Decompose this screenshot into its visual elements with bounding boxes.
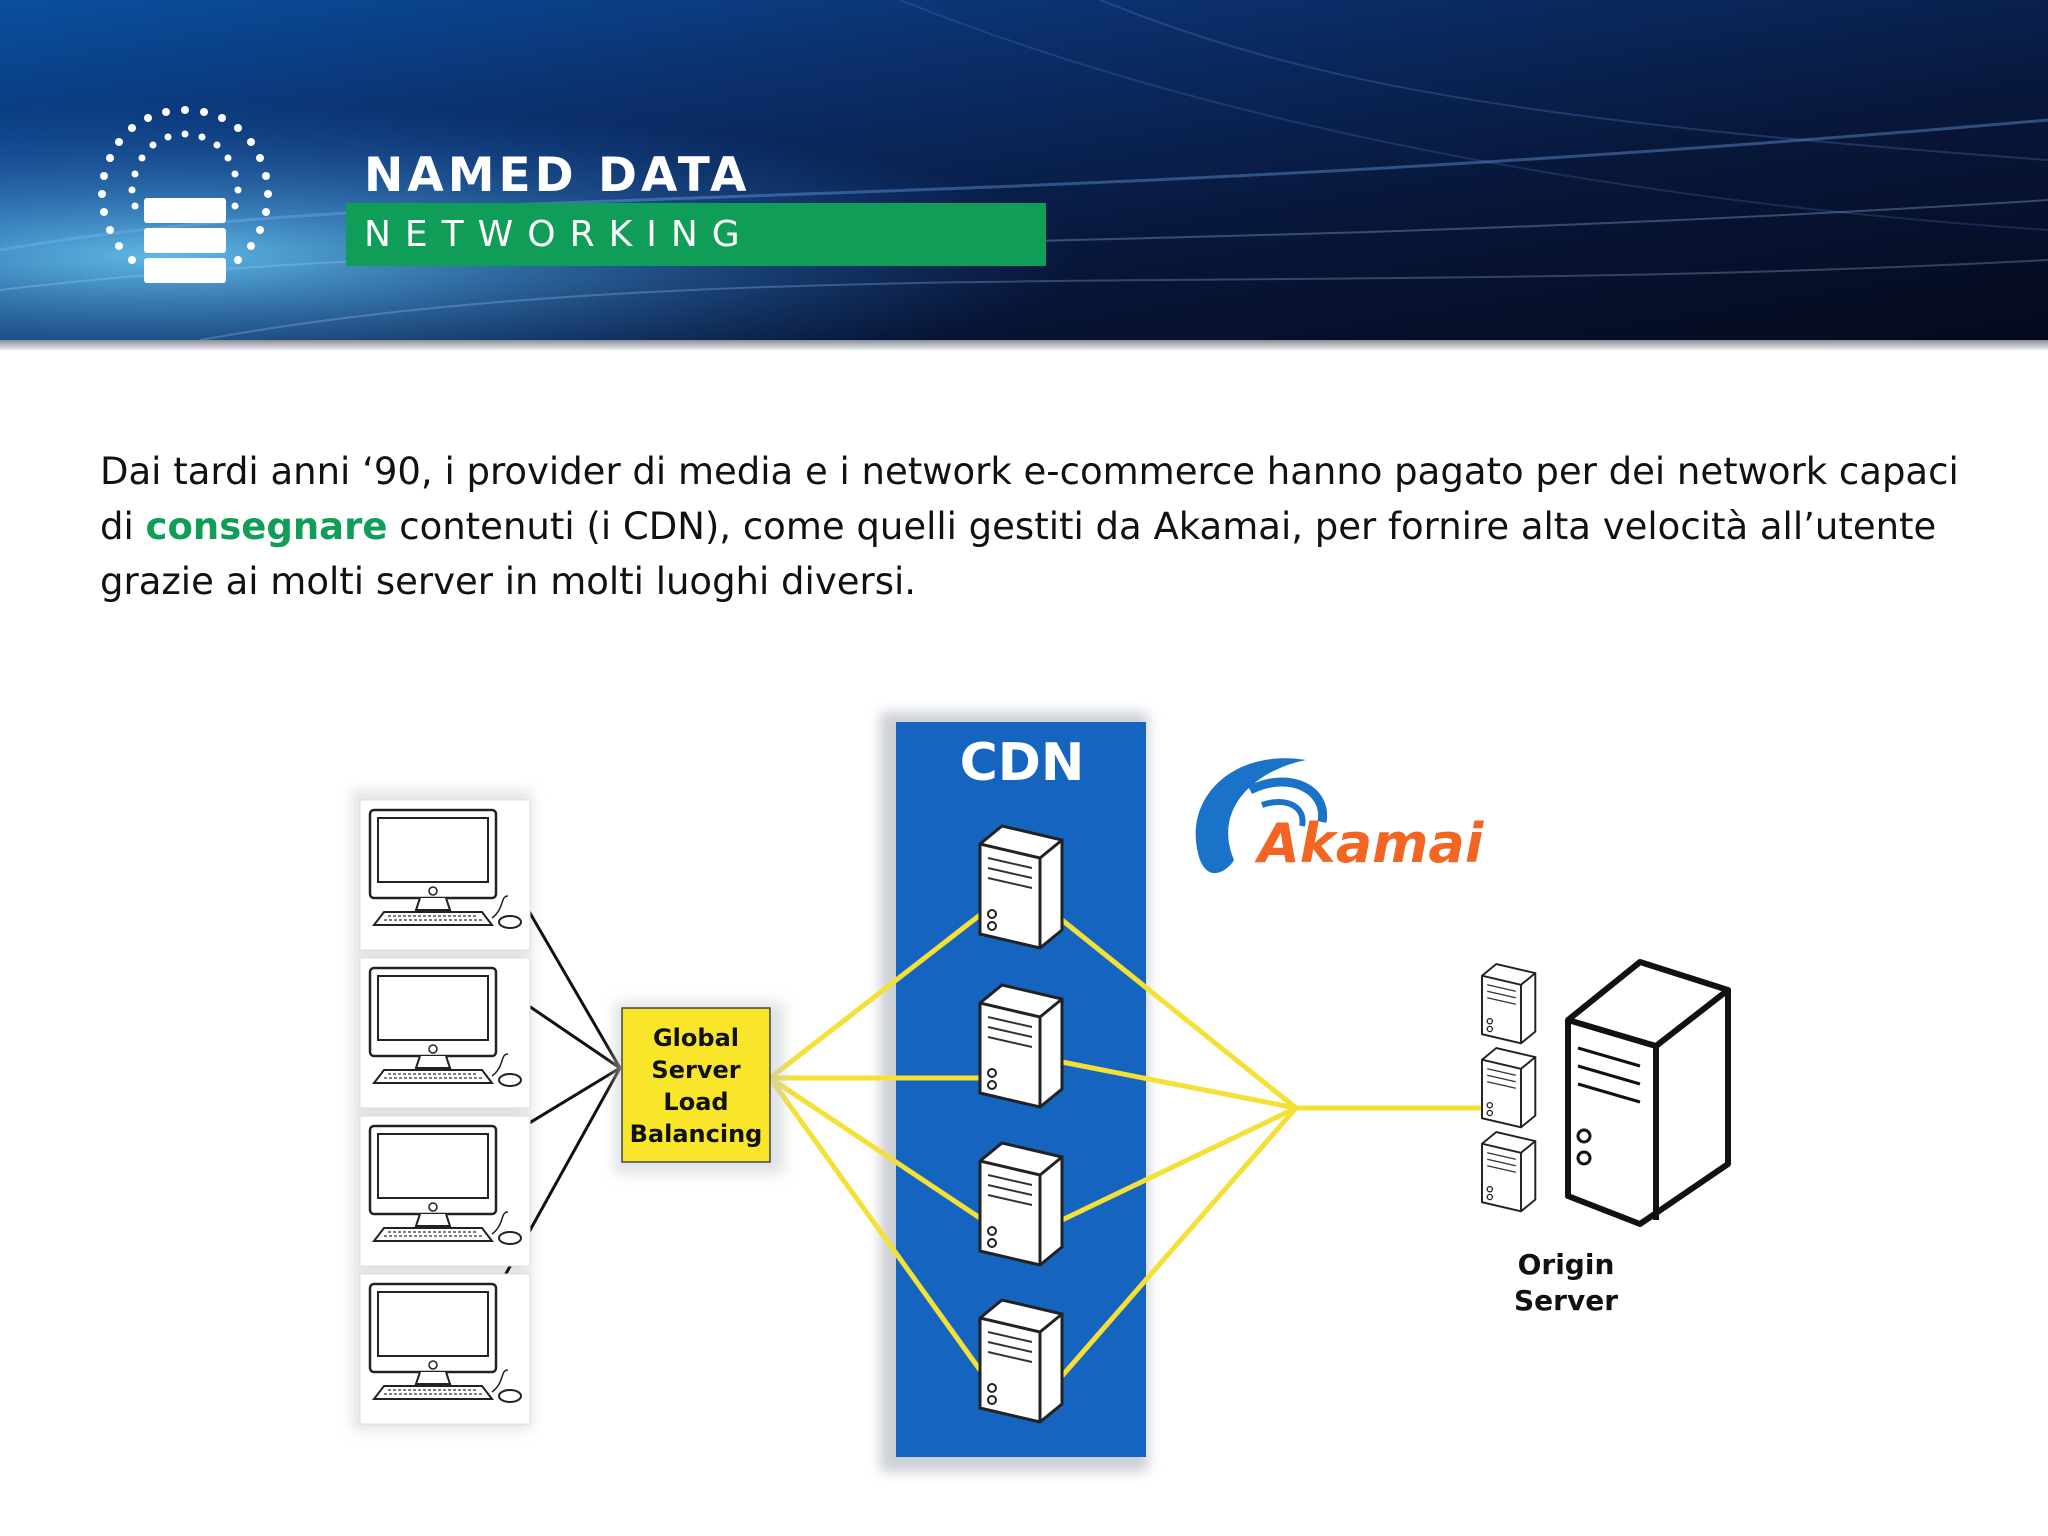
intro-text-start: Dai tardi anni ‘90, i provider di media … bbox=[100, 450, 1959, 548]
header-divider bbox=[0, 340, 2048, 350]
edge-server-4 bbox=[978, 1298, 1064, 1424]
akamai-logo: Akamai bbox=[1195, 758, 1485, 875]
cdn-label: CDN bbox=[960, 733, 1085, 793]
client-computer-1 bbox=[358, 798, 532, 952]
edge-server-2 bbox=[978, 983, 1064, 1109]
origin-server-icon bbox=[1565, 959, 1731, 1227]
edge-server-3 bbox=[978, 1141, 1064, 1267]
gslb-label-line-1: Global bbox=[653, 1024, 739, 1052]
akamai-logo-text: Akamai bbox=[1254, 812, 1485, 875]
gslb-label-line-3: Load bbox=[663, 1088, 728, 1116]
client-computer-2 bbox=[358, 956, 532, 1110]
client-computer-4 bbox=[358, 1272, 532, 1426]
gslb-label-line-4: Balancing bbox=[630, 1120, 763, 1148]
cdn-links bbox=[767, 913, 1490, 1378]
edge-server-1 bbox=[978, 824, 1064, 950]
header-subtitle-bar bbox=[346, 203, 1046, 266]
origin-label-line-2: Server bbox=[1514, 1284, 1618, 1317]
gslb-label-line-2: Server bbox=[651, 1056, 740, 1084]
origin-label-line-1: Origin bbox=[1518, 1248, 1615, 1281]
client-computer-3 bbox=[358, 1114, 532, 1268]
intro-highlight: consegnare bbox=[145, 505, 388, 548]
origin-small-servers bbox=[1481, 963, 1537, 1213]
intro-paragraph: Dai tardi anni ‘90, i provider di media … bbox=[100, 444, 1980, 609]
database-signal-icon bbox=[98, 106, 272, 283]
intro-text-end: contenuti (i CDN), come quelli gestiti d… bbox=[100, 505, 1937, 603]
header-background bbox=[0, 0, 2048, 342]
slide-header: NAMED DATA NETWORKING bbox=[0, 0, 2048, 342]
gslb-box bbox=[621, 1007, 771, 1163]
header-title: NAMED DATA bbox=[364, 148, 751, 203]
header-subtitle: NETWORKING bbox=[364, 214, 754, 255]
